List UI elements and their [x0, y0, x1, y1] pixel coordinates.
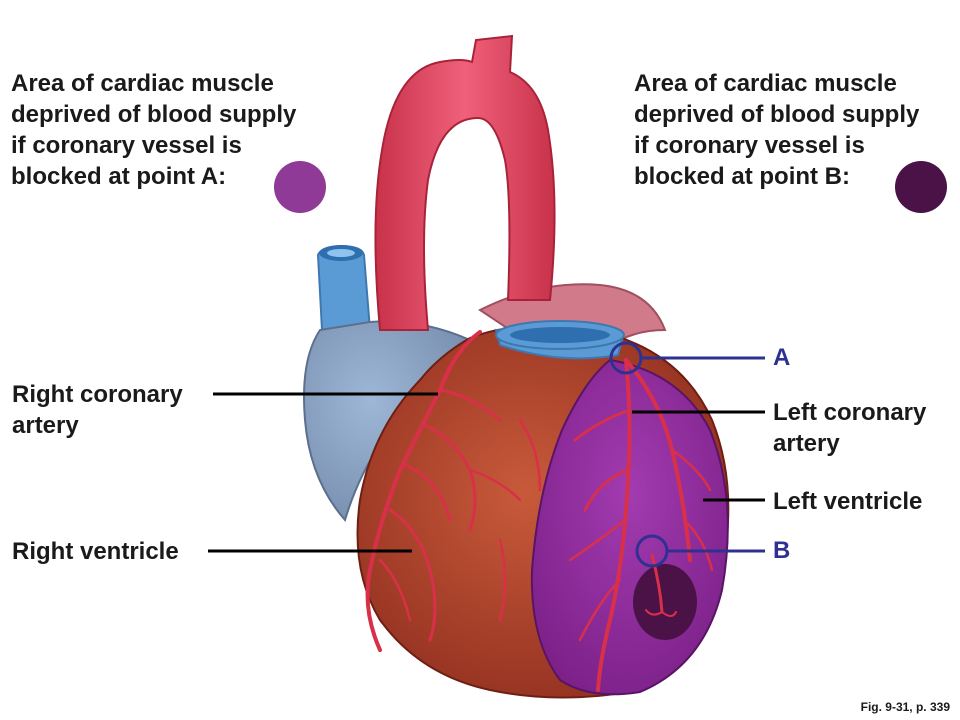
aorta	[374, 34, 556, 331]
label-left-ventricle: Left ventricle	[773, 488, 923, 515]
label-left-coronary-artery-line-1: Left coronary	[773, 399, 927, 426]
label-right-coronary-artery-line-2: artery	[12, 412, 79, 439]
label-left-coronary-artery-line-2: artery	[773, 430, 840, 457]
label-point-a: A	[773, 344, 791, 371]
caption-b-line-4: blocked at point B:	[634, 163, 850, 190]
blockage-point-b-circle	[635, 534, 669, 568]
caption-point-b: Area of cardiac muscle deprived of blood…	[634, 68, 919, 192]
swatch-point-b	[895, 161, 947, 213]
label-point-b: B	[773, 537, 791, 564]
left-coronary-artery-vessels	[568, 358, 714, 692]
swatch-point-a	[274, 161, 326, 213]
caption-a-line-3: if coronary vessel is	[11, 132, 242, 159]
superior-vena-cava	[316, 244, 372, 331]
pointer-lines	[208, 356, 765, 553]
pulmonary-vessel	[494, 320, 625, 360]
label-right-coronary-artery: Right coronary artery	[12, 379, 183, 441]
label-right-coronary-artery-line-1: Right coronary	[12, 381, 183, 408]
caption-b-line-1: Area of cardiac muscle	[634, 70, 897, 97]
caption-a-line-1: Area of cardiac muscle	[11, 70, 274, 97]
figure-reference: Fig. 9-31, p. 339	[860, 700, 950, 714]
caption-a-line-2: deprived of blood supply	[11, 101, 297, 128]
caption-b-line-2: deprived of blood supply	[634, 101, 920, 128]
caption-a-line-4: blocked at point A:	[11, 163, 227, 190]
right-coronary-artery-vessels	[365, 330, 542, 652]
caption-b-line-3: if coronary vessel is	[634, 132, 865, 159]
label-right-ventricle: Right ventricle	[12, 538, 179, 565]
infarct-area-b	[633, 564, 697, 640]
label-left-coronary-artery: Left coronary artery	[773, 397, 926, 459]
blockage-point-a-circle	[609, 341, 643, 375]
caption-point-a: Area of cardiac muscle deprived of blood…	[11, 68, 296, 192]
